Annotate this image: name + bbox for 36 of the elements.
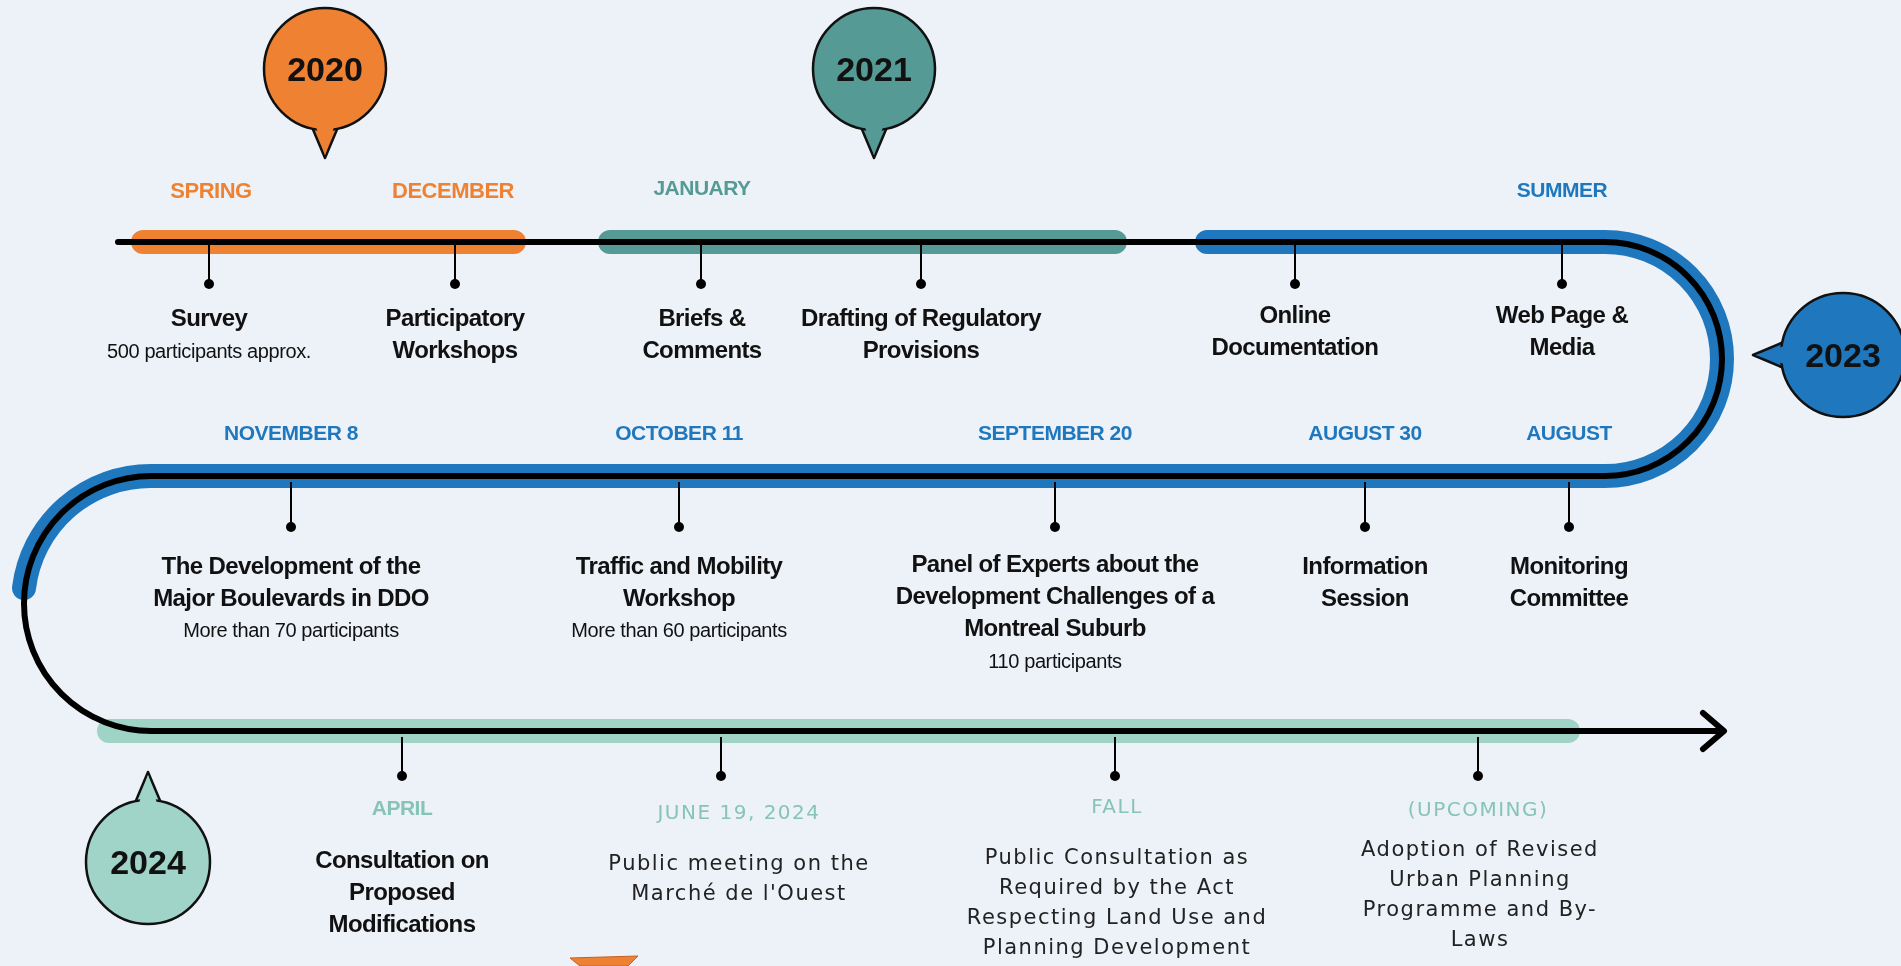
date-label: AUGUST bbox=[1525, 421, 1613, 445]
date-label: JANUARY bbox=[652, 176, 752, 200]
event-title: Participatory Workshops bbox=[384, 303, 526, 365]
event-title: Information Session bbox=[1301, 551, 1429, 613]
event-title: Survey bbox=[169, 303, 249, 333]
event-title: The Development of the Major Boulevards in DDO bbox=[152, 551, 430, 613]
year-label: 2024 bbox=[109, 842, 187, 882]
year-label: 2021 bbox=[835, 49, 913, 89]
date-label: JUNE 19, 2024 bbox=[655, 800, 822, 824]
participant-count: More than 60 participants bbox=[570, 618, 788, 643]
participant-count: 500 participants approx. bbox=[106, 339, 312, 364]
event-title: Web Page & Media bbox=[1494, 300, 1630, 362]
date-label: SUMMER bbox=[1515, 178, 1609, 202]
date-label: OCTOBER 11 bbox=[614, 421, 744, 445]
event-description: Public Consultation as Required by the Act Respecting Land Use and Planning Development bbox=[965, 844, 1269, 961]
event-title: Consultation on Proposed Modifications bbox=[314, 845, 490, 939]
date-label: AUGUST 30 bbox=[1307, 421, 1423, 445]
event-title: Briefs & Comments bbox=[641, 303, 763, 365]
participant-count: 110 participants bbox=[987, 649, 1123, 674]
event-description: Public meeting on the Marché de l'Ouest bbox=[607, 850, 871, 907]
date-label: DECEMBER bbox=[391, 178, 515, 204]
date-label: FALL bbox=[1090, 794, 1144, 818]
date-label: (UPCOMING) bbox=[1406, 797, 1550, 821]
year-label: 2023 bbox=[1804, 335, 1882, 375]
event-title: Traffic and Mobility Workshop bbox=[574, 551, 784, 613]
year-label: 2020 bbox=[286, 49, 364, 89]
date-label: SPRING bbox=[169, 178, 253, 204]
participant-count: More than 70 participants bbox=[182, 618, 400, 643]
date-label: SEPTEMBER 20 bbox=[977, 421, 1133, 445]
date-label: APRIL bbox=[370, 796, 434, 820]
event-title: Online Documentation bbox=[1210, 300, 1380, 362]
event-title: Panel of Experts about the Development Challenges of a Montreal Suburb bbox=[894, 549, 1216, 643]
event-title: Drafting of Regulatory Provisions bbox=[799, 303, 1043, 365]
event-title: Monitoring Committee bbox=[1508, 551, 1630, 613]
date-label: NOVEMBER 8 bbox=[223, 421, 359, 445]
event-description: Adoption of Revised Urban Planning Programme and By-Laws bbox=[1360, 836, 1600, 953]
